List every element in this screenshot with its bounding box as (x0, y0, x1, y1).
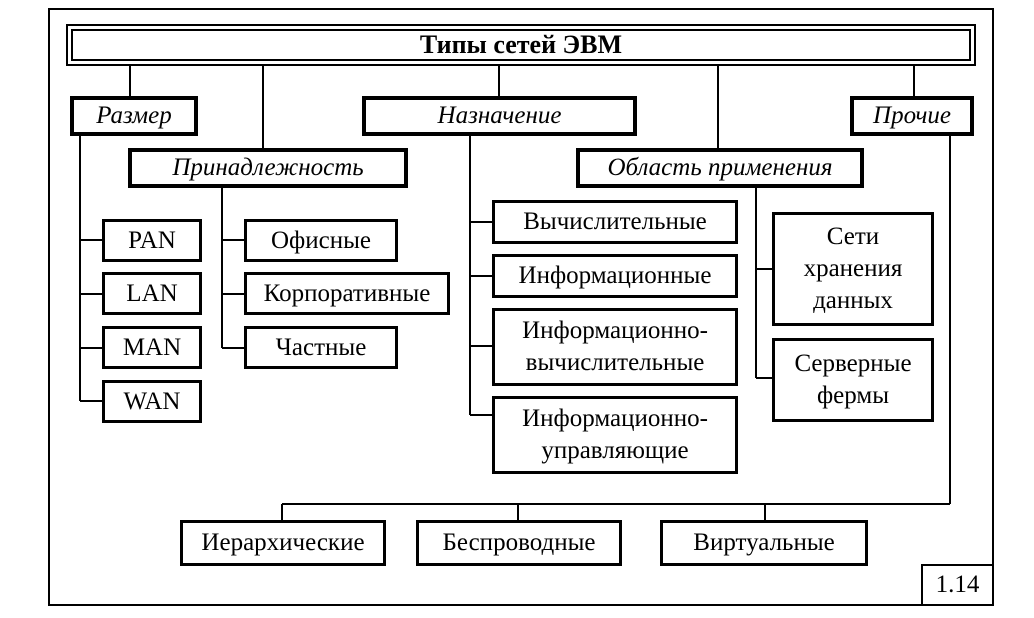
size-item-man: MAN (102, 326, 202, 369)
diagram-title: Типы сетей ЭВМ (66, 24, 976, 66)
application-item-server-farms: Серверные фермы (772, 338, 934, 422)
other-item-virtual: Виртуальные (660, 520, 868, 566)
category-ownership: Принадлежность (128, 148, 408, 188)
category-size: Размер (70, 96, 198, 136)
application-item-farms-line1: Серверные (794, 350, 912, 377)
category-application: Область применения (576, 148, 864, 188)
category-purpose: Назначение (362, 96, 637, 136)
ownership-item-private: Частные (244, 326, 398, 369)
purpose-item-info-control-line1: Информационно- (522, 405, 708, 432)
other-item-hierarchical: Иерархические (180, 520, 386, 566)
category-other: Прочие (850, 96, 974, 136)
size-item-pan: PAN (102, 219, 202, 262)
purpose-item-info-computing-line1: Информационно- (522, 317, 708, 344)
application-item-storage-line2: хранения (803, 255, 903, 282)
ownership-item-corporate: Корпоративные (244, 272, 450, 315)
diagram-frame (48, 8, 994, 606)
figure-number: 1.14 (921, 564, 994, 606)
application-item-farms-line2: фермы (816, 382, 890, 409)
application-item-storage-line1: Сети (826, 223, 880, 250)
application-item-storage-networks: Сети хранения данных (772, 212, 934, 326)
size-item-wan: WAN (102, 380, 202, 423)
purpose-item-info-control-line2: управляющие (541, 437, 689, 464)
purpose-item-information-label: Информационные (518, 262, 712, 289)
application-item-storage-line3: данных (813, 287, 893, 314)
purpose-item-computing: Вычислительные (492, 200, 738, 244)
size-item-lan: LAN (102, 272, 202, 315)
purpose-item-information: Информационные (492, 254, 738, 298)
diagram-title-text: Типы сетей ЭВМ (71, 29, 971, 61)
ownership-item-office: Офисные (244, 219, 398, 262)
other-item-wireless: Беспроводные (416, 520, 622, 566)
purpose-item-info-computing-line2: вычислительные (525, 349, 705, 376)
purpose-item-info-computing: Информационно- вычислительные (492, 308, 738, 386)
purpose-item-computing-label: Вычислительные (523, 208, 707, 235)
purpose-item-info-control: Информационно- управляющие (492, 396, 738, 474)
